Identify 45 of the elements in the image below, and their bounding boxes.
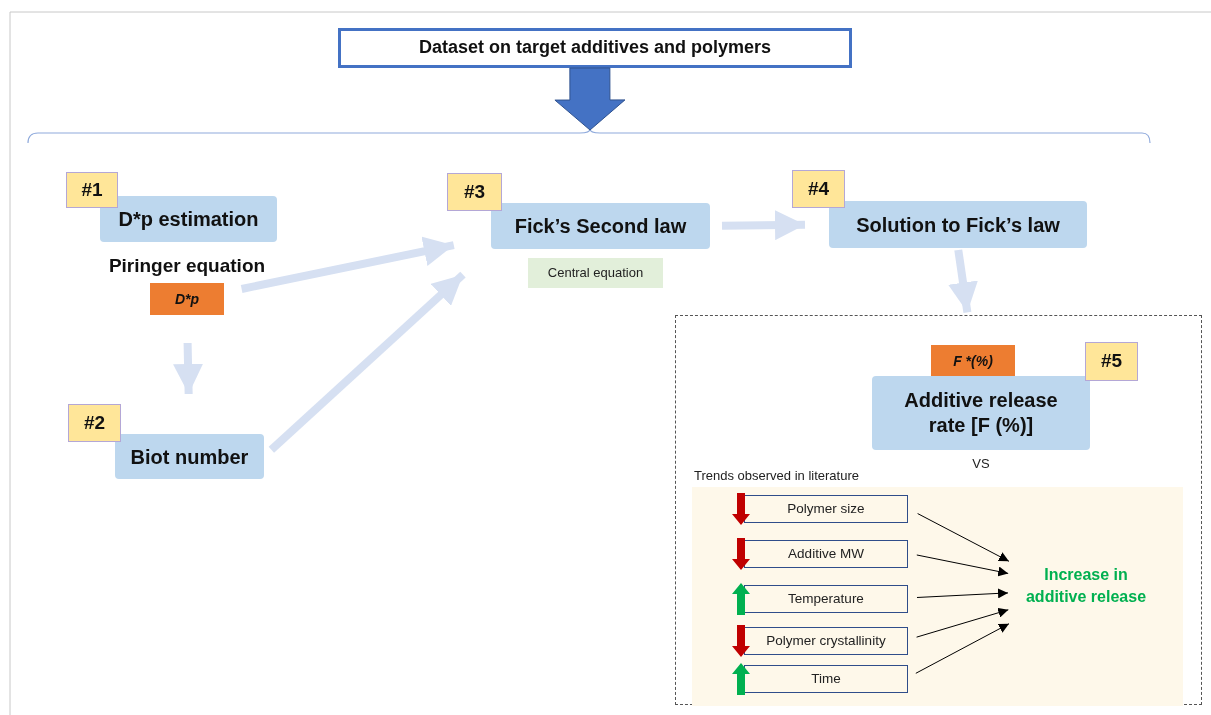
box-label: Polymer size [786,500,866,518]
arrow [917,513,1010,562]
box-label: D*p estimation [117,207,260,231]
equation-name: Piringer equation [108,255,266,277]
arrow [916,607,1009,638]
step-number [1085,342,1138,381]
box-label: Central equation [546,265,645,281]
box-label: #2 [82,411,107,435]
box-label: Temperature [787,590,865,608]
arrow [916,588,1009,599]
arrow [268,271,466,453]
box-label: Fick’s Second law [513,214,688,238]
box-label: Polymer crystallinity [765,632,887,650]
process-box [115,434,264,479]
process-box [829,201,1087,248]
box-label: Biot number [129,444,250,469]
box-label: D*p [173,290,201,308]
note-box [528,258,663,288]
step-number [792,170,845,208]
box-label: #4 [806,177,831,201]
outcome-text: Increase in additive release [1017,561,1155,611]
arrow [915,623,1010,674]
box-label: Dataset on target additives and polymers [417,37,773,59]
comparison-label: VS [972,456,990,471]
panel-heading: Trends observed in literature [694,468,859,483]
box-label: F *(%) [952,353,994,370]
source-box [338,28,852,68]
box-label: #1 [80,178,104,202]
arrow [240,236,455,293]
arrow [916,554,1009,577]
step-number [447,173,502,211]
dashed-region [675,315,1202,705]
box-label: #5 [1099,350,1124,373]
box-label: #3 [462,180,487,204]
arrow [721,210,806,241]
step-number [68,404,121,442]
process-box [491,203,710,249]
variable-box [931,345,1015,378]
box-label: Additive MW [787,545,865,563]
box-label: Additive release rate [F (%)] [903,388,1059,438]
process-box [100,196,277,242]
step-number [66,172,118,208]
box-label: Time [810,670,842,688]
box-label: Solution to Fick’s law [855,212,1061,237]
block-arrow [554,67,626,131]
